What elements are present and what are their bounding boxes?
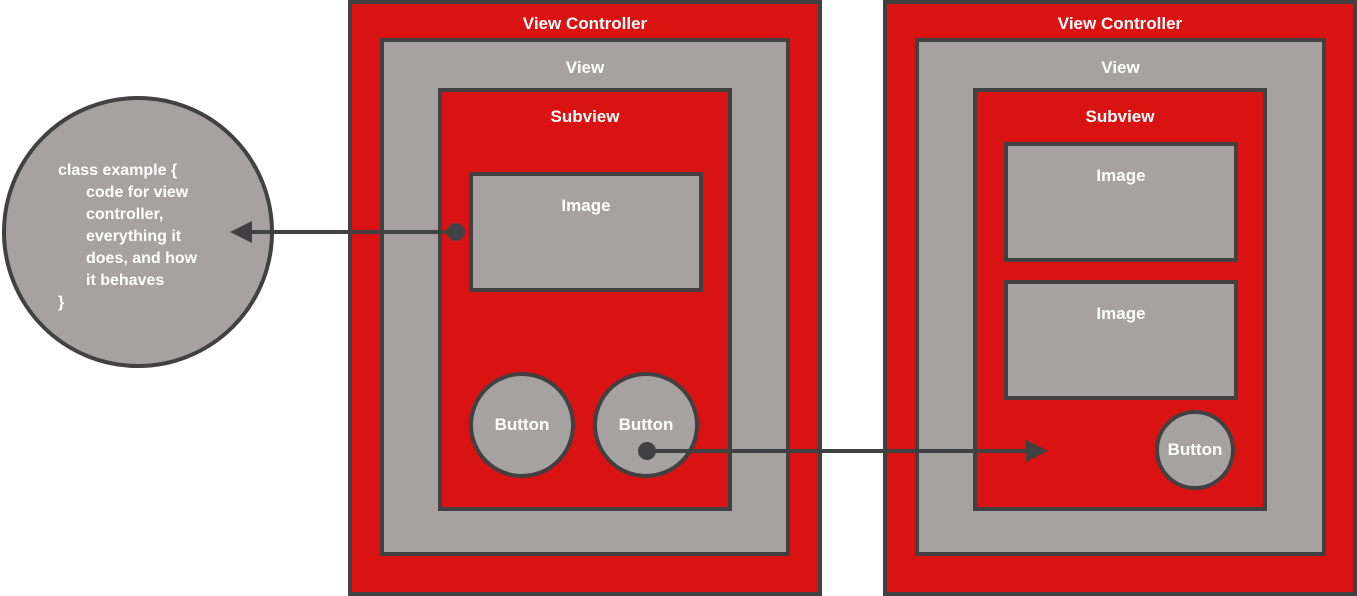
- left-button-2[interactable]: Button: [593, 372, 699, 478]
- code-line-6: it behaves: [86, 272, 165, 289]
- left-image-label: Image: [561, 196, 611, 215]
- left-image: Image: [469, 172, 703, 292]
- left-button-2-label: Button: [618, 415, 674, 434]
- left-view-label: View: [565, 58, 605, 77]
- code-line-1: class example {: [58, 162, 178, 179]
- left-vc-label: View Controller: [522, 14, 648, 33]
- code-line-2: code for view: [86, 184, 189, 201]
- right-image-2-label: Image: [1096, 304, 1146, 323]
- right-button-label: Button: [1167, 440, 1223, 459]
- code-line-5: does, and how: [86, 250, 198, 267]
- right-vc-label: View Controller: [1057, 14, 1183, 33]
- right-image-2: Image: [1004, 280, 1238, 400]
- left-subview-label: Subview: [550, 107, 620, 126]
- right-view-label: View: [1101, 58, 1140, 77]
- right-image-1-label: Image: [1096, 166, 1146, 185]
- class-code-text: class example { code for view controller…: [58, 160, 197, 314]
- right-button[interactable]: Button: [1155, 410, 1235, 490]
- right-subview-label: Subview: [1085, 107, 1155, 126]
- code-line-3: controller,: [86, 206, 164, 223]
- left-button-1-label: Button: [494, 415, 550, 434]
- code-line-7: }: [58, 294, 65, 311]
- class-code-bubble: [2, 96, 274, 368]
- right-image-1: Image: [1004, 142, 1238, 262]
- left-button-1[interactable]: Button: [469, 372, 575, 478]
- code-line-4: everything it: [86, 228, 182, 245]
